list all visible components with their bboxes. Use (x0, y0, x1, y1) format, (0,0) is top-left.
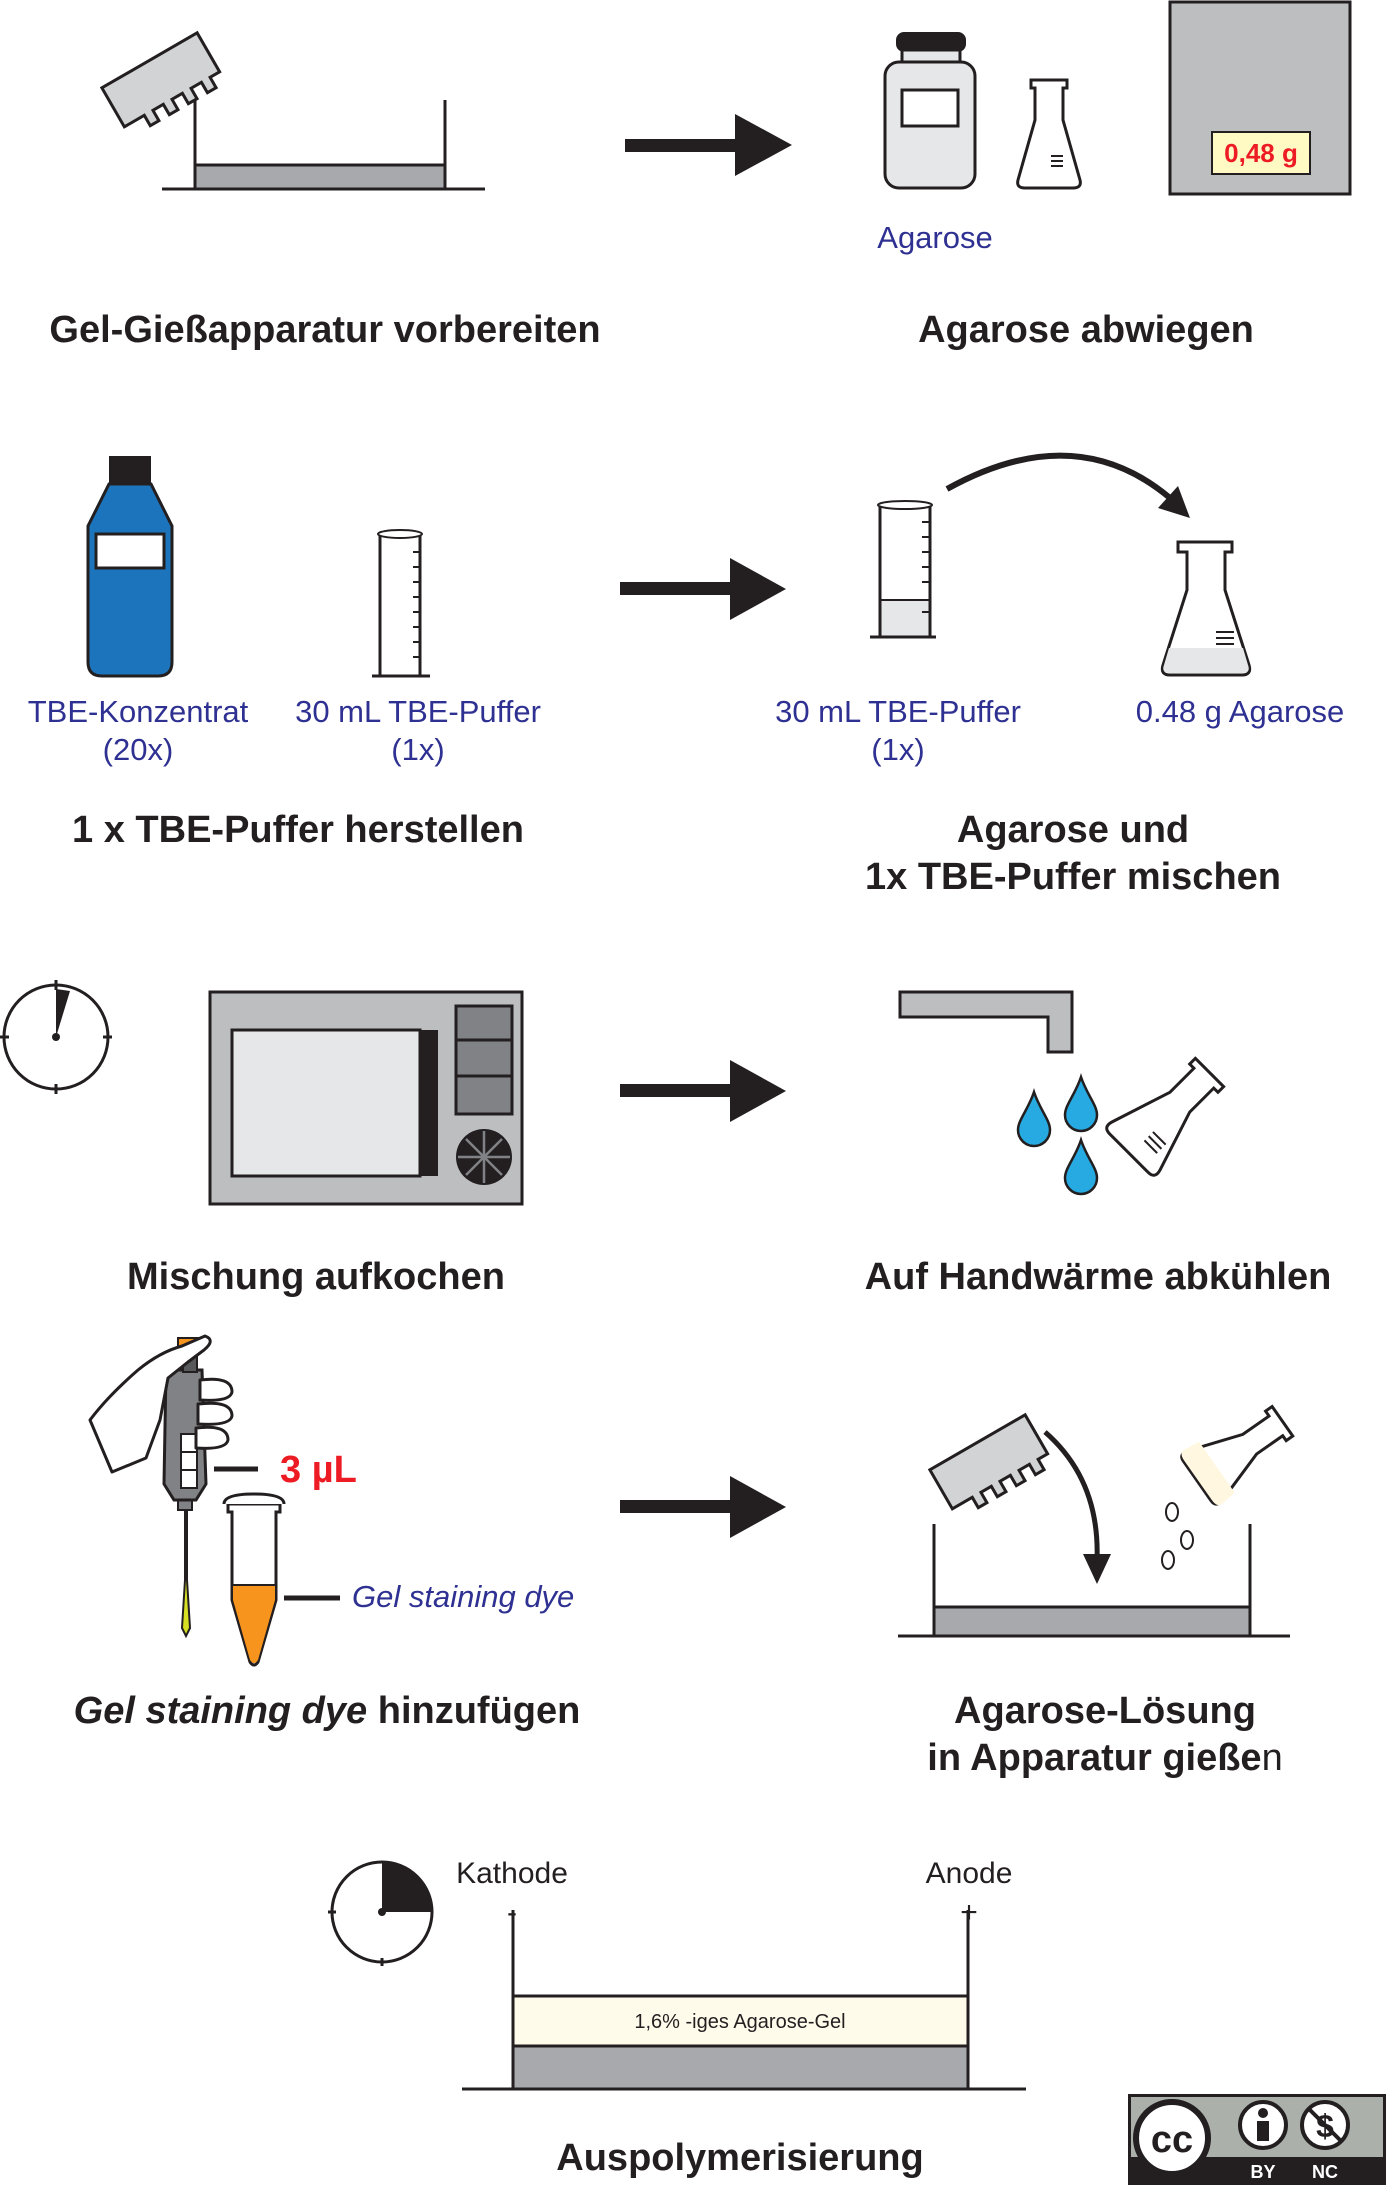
comb-icon (99, 30, 222, 129)
tbe-buffer-ratio: (1x) (391, 732, 444, 767)
scale-display: 0,48 g (1224, 138, 1298, 168)
volume-label: 3 µL (280, 1449, 357, 1491)
microtube-icon (222, 1492, 286, 1667)
agarose-label: Agarose (877, 220, 992, 255)
arrow-icon (625, 114, 792, 176)
step-prepare-title: Gel-Gießapparatur vorbereiten (49, 309, 600, 351)
faucet-icon (898, 990, 1074, 1054)
non-commercial-icon: $ (1300, 2100, 1350, 2150)
tbe-buffer-2-label: 30 mL TBE-Puffer (775, 694, 1021, 729)
step-boil-title: Mischung aufkochen (127, 1256, 505, 1298)
cc-license-badge: cc $ BY NC (1128, 2094, 1386, 2185)
casting-tray-pour-icon (898, 1524, 1290, 1638)
cathode-label: Kathode (456, 1857, 568, 1890)
microwave-icon (208, 990, 524, 1206)
step-cool-title: Auf Handwärme abkühlen (865, 1256, 1332, 1298)
step-mix-title-line2: 1x TBE-Puffer mischen (865, 856, 1281, 898)
step-polymerize-title: Auspolymerisierung (556, 2137, 923, 2179)
dye-label: Gel staining dye (352, 1579, 574, 1614)
scale-icon (1168, 0, 1352, 196)
tilted-flask-icon (1105, 1056, 1226, 1177)
graduated-cylinder-icon (372, 529, 430, 678)
pouring-flask-icon (1180, 1404, 1295, 1506)
casting-tray-icon (162, 100, 485, 191)
step-pour-title-line1: Agarose-Lösung (954, 1690, 1256, 1732)
agarose-amount-label: 0.48 g Agarose (1136, 694, 1345, 729)
agarose-bottle-icon (883, 32, 977, 190)
insert-comb-arrow-icon (1043, 1430, 1111, 1584)
timer-clock-icon (328, 1860, 434, 1966)
step-weigh-title: Agarose abwiegen (918, 309, 1254, 351)
anode-label: Anode (926, 1857, 1013, 1890)
tbe-concentrate-ratio: (20x) (103, 732, 174, 767)
water-drops-icon (1016, 1073, 1099, 1196)
step-dye-title-rest: hinzufügen (367, 1690, 580, 1732)
comb-icon (927, 1412, 1050, 1511)
step-dye-title-italic: Gel staining dye (74, 1690, 368, 1732)
gel-tray-icon (462, 1910, 1026, 2091)
step-pour-title-line2: in Apparatur gießen (927, 1737, 1282, 1779)
agarose-drops-icon (1161, 1502, 1194, 1570)
hand-icon (88, 1334, 234, 1474)
license-nc: NC (1312, 2162, 1338, 2182)
tbe-buffer-label: 30 mL TBE-Puffer (295, 694, 541, 729)
graduated-cylinder-filled-icon (870, 500, 936, 639)
gel-label: 1,6% -iges Agarose-Gel (634, 2011, 845, 2033)
step-pour-title-line2-bold: in Apparatur gieße (927, 1737, 1261, 1779)
arrow-icon (620, 558, 786, 620)
cc-icon: cc (1133, 2099, 1211, 2177)
flask-agarose-icon (1160, 540, 1252, 677)
timer-clock-icon (0, 980, 112, 1094)
license-by: BY (1250, 2162, 1275, 2182)
attribution-icon (1238, 2100, 1288, 2150)
tbe-bottle-icon (86, 456, 174, 678)
pour-arrow-icon (945, 452, 1190, 518)
cc-text: cc (1151, 2119, 1193, 2161)
arrow-icon (620, 1060, 786, 1122)
arrow-icon (620, 1476, 786, 1538)
tbe-buffer-2-ratio: (1x) (871, 732, 924, 767)
pipette-icon (162, 1337, 208, 1639)
step-dye-title: Gel staining dye hinzufügen (74, 1690, 581, 1732)
step-mix-title-line1: Agarose und (957, 809, 1189, 851)
step-pour-title-line2-tail: n (1262, 1737, 1283, 1779)
tbe-concentrate-label: TBE-Konzentrat (28, 694, 249, 729)
step-buffer-title: 1 x TBE-Puffer herstellen (72, 809, 524, 851)
flask-icon (1016, 78, 1082, 190)
